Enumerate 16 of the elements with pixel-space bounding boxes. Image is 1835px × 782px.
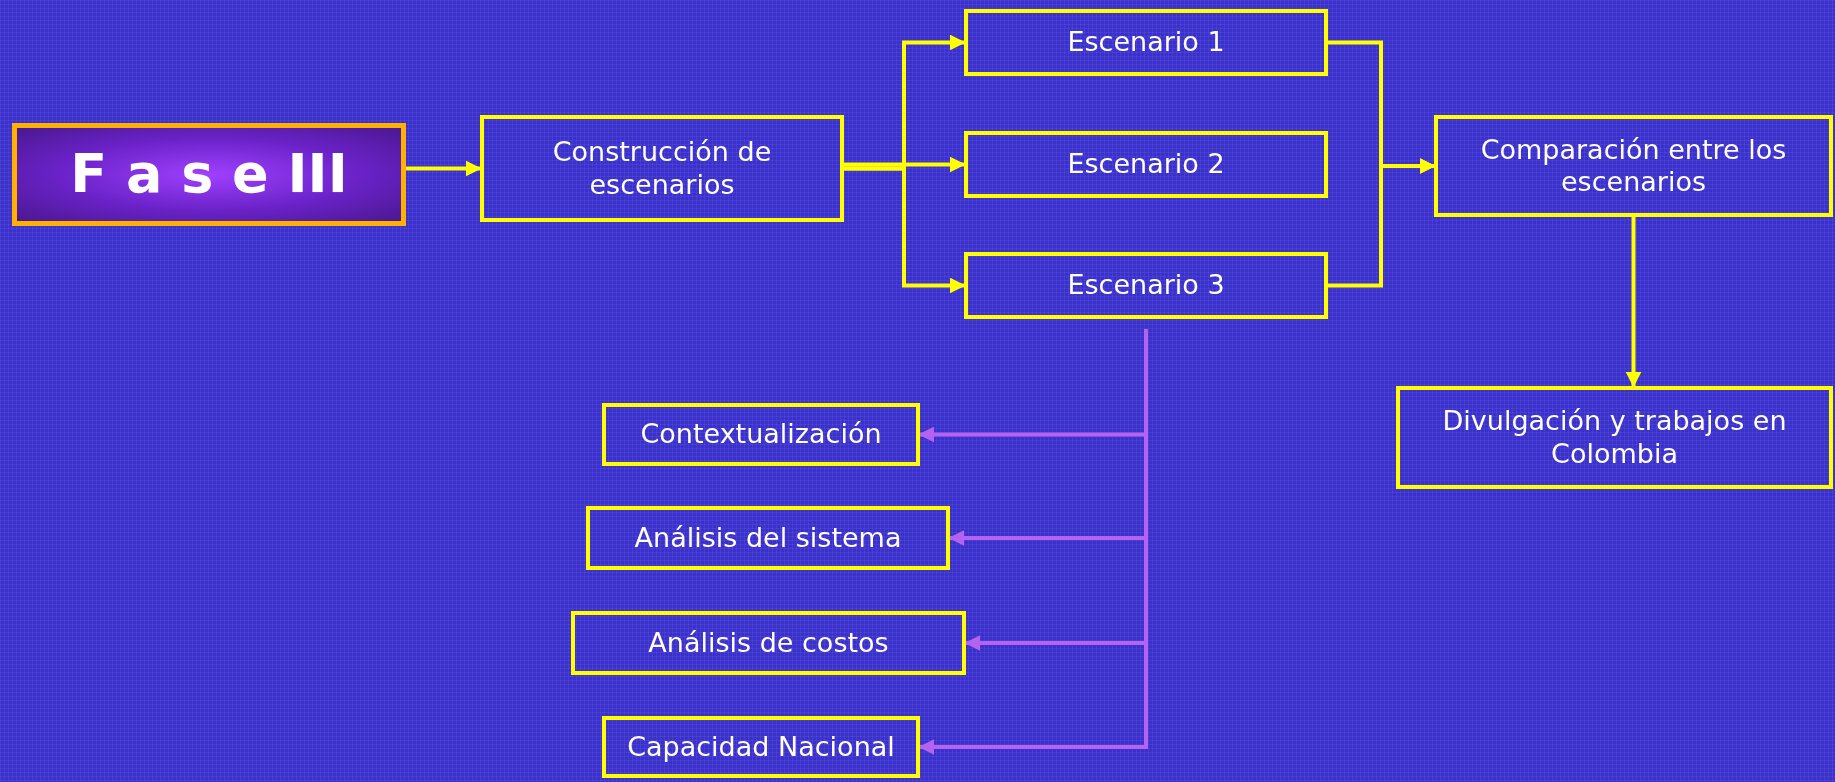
phase-title-box: F a s e III bbox=[12, 123, 406, 226]
process-box: Análisis del sistema bbox=[586, 506, 950, 570]
process-box: Escenario 3 bbox=[964, 252, 1328, 319]
process-box: Capacidad Nacional bbox=[602, 716, 920, 778]
process-box: Análisis de costos bbox=[571, 611, 966, 675]
arrow bbox=[844, 166, 966, 294]
process-box: Contextualización bbox=[602, 403, 920, 466]
process-box: Construcción de escenarios bbox=[480, 115, 844, 222]
arrow bbox=[406, 160, 482, 177]
arrow bbox=[1625, 217, 1642, 388]
process-box: Divulgación y trabajos en Colombia bbox=[1396, 386, 1833, 489]
process-box: Escenario 2 bbox=[964, 131, 1328, 198]
process-box: Escenario 1 bbox=[964, 9, 1328, 76]
arrow bbox=[918, 329, 1148, 755]
arrow bbox=[844, 156, 966, 173]
process-box: Comparación entre los escenarios bbox=[1434, 115, 1833, 217]
